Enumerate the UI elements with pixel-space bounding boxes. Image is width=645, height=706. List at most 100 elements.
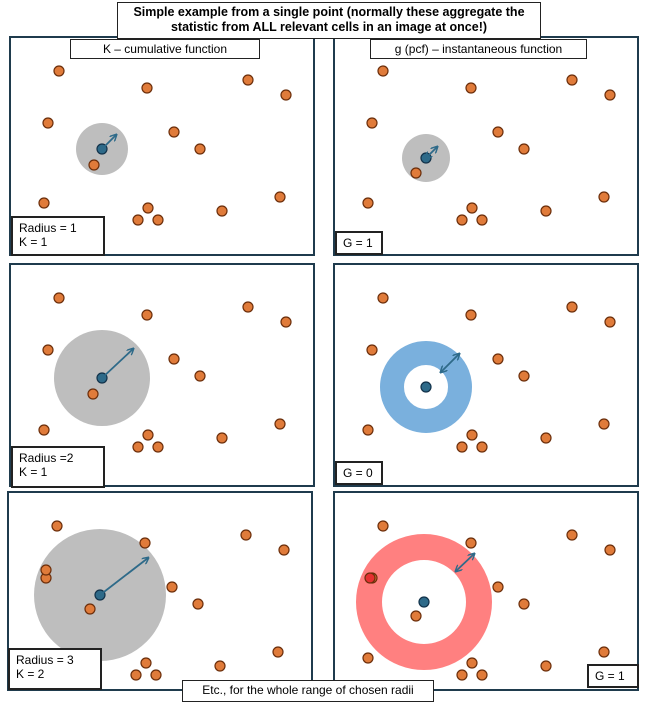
cell-dot bbox=[168, 353, 180, 365]
cell-dot bbox=[194, 370, 206, 382]
cell-dot bbox=[242, 301, 254, 313]
panel-k-r2-label: Radius =2 K = 1 bbox=[11, 446, 105, 488]
cell-dot bbox=[194, 143, 206, 155]
cell-dot bbox=[140, 657, 152, 669]
cell-dot bbox=[604, 544, 616, 556]
cell-dot bbox=[466, 657, 478, 669]
cell-dot bbox=[492, 581, 504, 593]
cell-dot bbox=[465, 82, 477, 94]
panel-g-r1 bbox=[333, 36, 639, 256]
cell-dot bbox=[240, 529, 252, 541]
cell-dot bbox=[168, 126, 180, 138]
center-cell-dot bbox=[420, 381, 432, 393]
cell-dot bbox=[280, 316, 292, 328]
cell-dot bbox=[377, 65, 389, 77]
cell-dot bbox=[130, 669, 142, 681]
cell-dot bbox=[142, 202, 154, 214]
cell-dot bbox=[466, 202, 478, 214]
cell-dot bbox=[566, 74, 578, 86]
cell-dot bbox=[141, 309, 153, 321]
cell-dot bbox=[132, 214, 144, 226]
cell-dot bbox=[492, 353, 504, 365]
cell-dot bbox=[272, 646, 284, 658]
cell-dot bbox=[598, 418, 610, 430]
radius-arrow bbox=[101, 349, 133, 379]
cell-dot bbox=[364, 572, 376, 584]
cell-dot bbox=[87, 388, 99, 400]
cell-dot bbox=[139, 537, 151, 549]
radius-arrow bbox=[99, 558, 148, 596]
cell-dot bbox=[214, 660, 226, 672]
cell-dot bbox=[492, 126, 504, 138]
cell-dot bbox=[42, 344, 54, 356]
g-column-header: g (pcf) – instantaneous function bbox=[370, 39, 587, 59]
cell-dot bbox=[566, 529, 578, 541]
cell-dot bbox=[362, 424, 374, 436]
cell-dot bbox=[366, 344, 378, 356]
cell-dot bbox=[476, 441, 488, 453]
cell-dot bbox=[216, 432, 228, 444]
cell-dot bbox=[604, 316, 616, 328]
panel-g-r3 bbox=[333, 491, 639, 691]
cell-dot bbox=[141, 82, 153, 94]
cell-dot bbox=[540, 660, 552, 672]
cell-dot bbox=[540, 205, 552, 217]
cell-dot bbox=[518, 370, 530, 382]
diagram-title: Simple example from a single point (norm… bbox=[117, 2, 541, 39]
panel-g-r3-label: G = 1 bbox=[587, 664, 639, 688]
cell-dot bbox=[280, 89, 292, 101]
cell-dot bbox=[362, 197, 374, 209]
cell-dot bbox=[518, 143, 530, 155]
footer-caption: Etc., for the whole range of chosen radi… bbox=[182, 680, 434, 702]
cell-dot bbox=[410, 167, 422, 179]
cell-dot bbox=[192, 598, 204, 610]
k-column-header: K – cumulative function bbox=[70, 39, 260, 59]
panel-g-r2-label: G = 0 bbox=[335, 461, 383, 485]
cell-dot bbox=[38, 424, 50, 436]
cell-dot bbox=[150, 669, 162, 681]
cell-dot bbox=[518, 598, 530, 610]
radius-arrow bbox=[101, 135, 116, 150]
cell-dot bbox=[476, 669, 488, 681]
cell-dot bbox=[152, 214, 164, 226]
cell-dot bbox=[84, 603, 96, 615]
cell-dot bbox=[465, 309, 477, 321]
bidirectional-arrow bbox=[441, 354, 459, 372]
bidirectional-arrow bbox=[426, 147, 437, 158]
cell-dot bbox=[604, 89, 616, 101]
cell-dot bbox=[466, 429, 478, 441]
cell-dot bbox=[566, 301, 578, 313]
cell-dot bbox=[132, 441, 144, 453]
cell-dot bbox=[53, 292, 65, 304]
cell-dot bbox=[377, 520, 389, 532]
panel-k-r1-label: Radius = 1 K = 1 bbox=[11, 216, 105, 256]
cell-dot bbox=[456, 441, 468, 453]
cell-dot bbox=[142, 429, 154, 441]
cell-dot bbox=[166, 581, 178, 593]
cell-dot bbox=[274, 418, 286, 430]
panel-g-r2 bbox=[333, 263, 639, 487]
cell-dot bbox=[377, 292, 389, 304]
cell-dot bbox=[242, 74, 254, 86]
cell-dot bbox=[216, 205, 228, 217]
cell-dot bbox=[456, 669, 468, 681]
cell-dot bbox=[51, 520, 63, 532]
cell-dot bbox=[598, 646, 610, 658]
search-ring bbox=[380, 341, 472, 433]
cell-dot bbox=[40, 564, 52, 576]
cell-dot bbox=[362, 652, 374, 664]
cell-dot bbox=[366, 117, 378, 129]
cell-dot bbox=[598, 191, 610, 203]
cell-dot bbox=[456, 214, 468, 226]
search-ring bbox=[356, 534, 492, 670]
cell-dot bbox=[540, 432, 552, 444]
cell-dot bbox=[152, 441, 164, 453]
cell-dot bbox=[53, 65, 65, 77]
cell-dot bbox=[465, 537, 477, 549]
panel-g-r1-label: G = 1 bbox=[335, 231, 383, 255]
cell-dot bbox=[410, 610, 422, 622]
cell-dot bbox=[278, 544, 290, 556]
cell-dot bbox=[42, 117, 54, 129]
cell-dot bbox=[274, 191, 286, 203]
